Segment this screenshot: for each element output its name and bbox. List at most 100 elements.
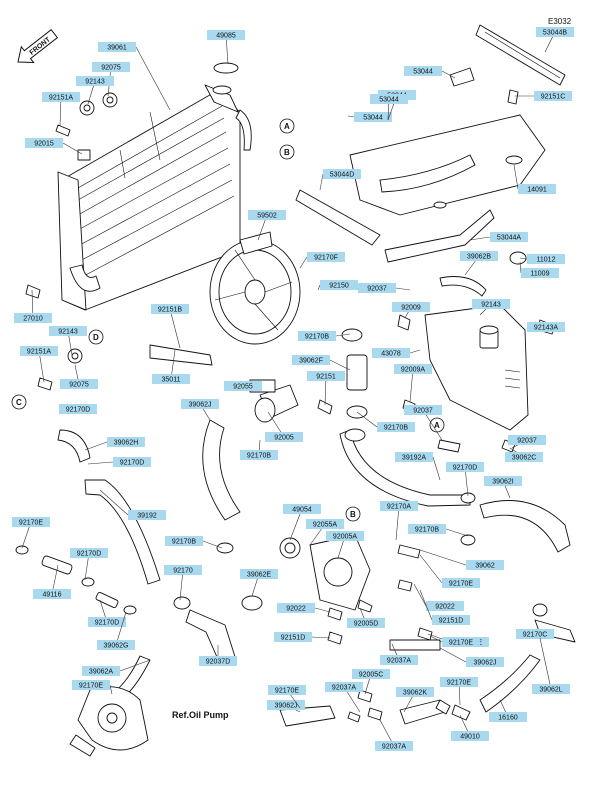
part-number-label[interactable]: 92143 — [58, 329, 78, 336]
part-number-label[interactable]: 92170F — [314, 255, 338, 262]
part-number-label[interactable]: 92170C — [523, 632, 548, 639]
part-label-box — [92, 62, 130, 72]
part-number-label[interactable]: 92150 — [329, 283, 349, 290]
part-label-box — [59, 404, 97, 414]
part-number-label[interactable]: 92170D — [66, 407, 91, 414]
part-number-label[interactable]: 92170B — [247, 453, 271, 460]
part-number-label[interactable]: 39192 — [137, 513, 157, 520]
part-number-label[interactable]: 92037A — [387, 658, 411, 665]
part-number-label[interactable]: 92075 — [69, 382, 89, 389]
part-number-label[interactable]: 92005C — [359, 672, 384, 679]
part-number-label[interactable]: 92170E — [449, 581, 473, 588]
part-number-label[interactable]: 53044 — [413, 69, 433, 76]
part-number-label[interactable]: 92151A — [49, 95, 73, 102]
part-number-label[interactable]: 92009 — [401, 305, 421, 312]
part-number-label[interactable]: 14091 — [527, 187, 547, 194]
part-number-label[interactable]: 92015 — [34, 141, 54, 148]
part-number-label[interactable]: 92170D — [120, 460, 145, 467]
part-number-label[interactable]: 92170B — [172, 539, 196, 546]
part-number-label[interactable]: 27010 — [23, 316, 43, 323]
part-number-label[interactable]: 59502 — [257, 213, 277, 220]
part-number-label[interactable]: 92170D — [77, 551, 102, 558]
part-label-box — [527, 254, 565, 264]
part-number-label[interactable]: 92170A — [387, 504, 411, 511]
part-number-label[interactable]: 53044A — [497, 235, 521, 242]
part-number-label[interactable]: 92143 — [85, 79, 105, 86]
part-number-label[interactable]: 43078 — [381, 351, 401, 358]
part-number-label[interactable]: 92022 — [286, 606, 306, 613]
part-number-label[interactable]: 39062E — [247, 572, 271, 579]
part-number-label[interactable]: 92022 — [435, 604, 455, 611]
part-number-label[interactable]: 92037D — [206, 659, 231, 666]
part-number-label[interactable]: 39062K — [403, 690, 427, 697]
part-label-box — [88, 617, 126, 627]
part-number-label[interactable]: 92055A — [313, 522, 337, 529]
part-number-label[interactable]: 49054 — [292, 507, 312, 514]
part-number-label[interactable]: 92170B — [384, 425, 408, 432]
part-number-label[interactable]: 39062J — [275, 703, 298, 710]
part-number-label[interactable]: 92170B — [305, 334, 329, 341]
part-number-label[interactable]: 49116 — [43, 592, 62, 599]
part-label-box — [377, 422, 415, 432]
part-number-label[interactable]: 92143 — [481, 302, 501, 309]
frame-bracket-drawing — [295, 24, 566, 263]
part-number-label[interactable]: 92005 — [274, 435, 294, 442]
part-number-label[interactable]: 92170E — [79, 683, 103, 690]
part-number-label[interactable]: 11009 — [531, 271, 550, 278]
part-number-label[interactable]: 92170E — [275, 688, 299, 695]
part-number-label[interactable]: 92170D — [95, 620, 120, 627]
part-number-label[interactable]: 11012 — [537, 257, 556, 264]
part-number-label[interactable]: 53044D — [330, 172, 355, 179]
part-number-label[interactable]: 49085 — [216, 33, 236, 40]
part-label-box — [375, 741, 413, 751]
part-number-label[interactable]: 92005A — [333, 534, 357, 541]
part-number-label[interactable]: 92151C — [541, 94, 566, 101]
part-number-label[interactable]: 92009A — [401, 367, 425, 374]
circle-ref-a-lower: A — [434, 421, 440, 430]
part-number-label[interactable]: 92151D — [439, 618, 464, 625]
part-number-label[interactable]: 39192A — [402, 455, 426, 462]
part-number-label[interactable]: 92170E — [447, 680, 471, 687]
part-number-label[interactable]: 39062L — [539, 687, 562, 694]
leader-line — [432, 456, 441, 481]
leader-line — [62, 142, 83, 155]
leader-line — [289, 508, 303, 541]
part-number-label[interactable]: 39061 — [107, 45, 127, 52]
part-number-label[interactable]: 53044 — [363, 115, 383, 122]
part-number-label[interactable]: 92151B — [158, 307, 182, 314]
part-number-label[interactable]: 92170B — [415, 527, 439, 534]
part-number-label[interactable]: 39062I — [492, 479, 513, 486]
part-number-label[interactable]: 92151A — [27, 349, 51, 356]
part-number-label[interactable]: 92037 — [413, 408, 433, 415]
part-number-label[interactable]: 92005D — [354, 621, 379, 628]
part-number-label[interactable]: 92151 — [316, 374, 336, 381]
part-number-label[interactable]: 39062C — [512, 455, 537, 462]
part-number-label[interactable]: 53044B — [543, 30, 567, 37]
part-number-label[interactable]: 53044 — [379, 97, 399, 104]
part-label-box — [532, 684, 570, 694]
part-number-label[interactable]: 92037A — [382, 744, 406, 751]
part-number-label[interactable]: 92037 — [367, 286, 387, 293]
part-number-label[interactable]: 39062B — [467, 254, 491, 261]
part-number-label[interactable]: 16160 — [498, 715, 518, 722]
part-number-label[interactable]: 92170E — [19, 520, 43, 527]
part-number-label[interactable]: 92055 — [233, 384, 253, 391]
part-number-label[interactable]: 39062H — [114, 440, 139, 447]
part-number-label[interactable]: 39062A — [89, 669, 113, 676]
part-number-label[interactable]: 39062F — [299, 358, 323, 365]
part-number-label[interactable]: 92037A — [332, 685, 356, 692]
part-number-label[interactable]: 39062G — [104, 643, 129, 650]
part-number-label[interactable]: 35011 — [162, 377, 181, 384]
part-number-label[interactable]: 39062J — [189, 402, 212, 409]
part-number-label[interactable]: 92170E — [449, 640, 473, 647]
part-number-label[interactable]: 39062J — [474, 660, 497, 667]
part-number-label[interactable]: 92037 — [517, 438, 537, 445]
part-number-label[interactable]: 92170 — [173, 568, 193, 575]
part-number-label[interactable]: 92151D — [281, 635, 306, 642]
part-number-label[interactable]: 49010 — [460, 734, 480, 741]
part-label-box — [426, 601, 464, 611]
part-number-label[interactable]: 92170D — [453, 465, 478, 472]
part-number-label[interactable]: 92075 — [101, 65, 121, 72]
part-number-label[interactable]: 92143A — [534, 325, 558, 332]
part-number-label[interactable]: 39062 — [475, 563, 495, 570]
